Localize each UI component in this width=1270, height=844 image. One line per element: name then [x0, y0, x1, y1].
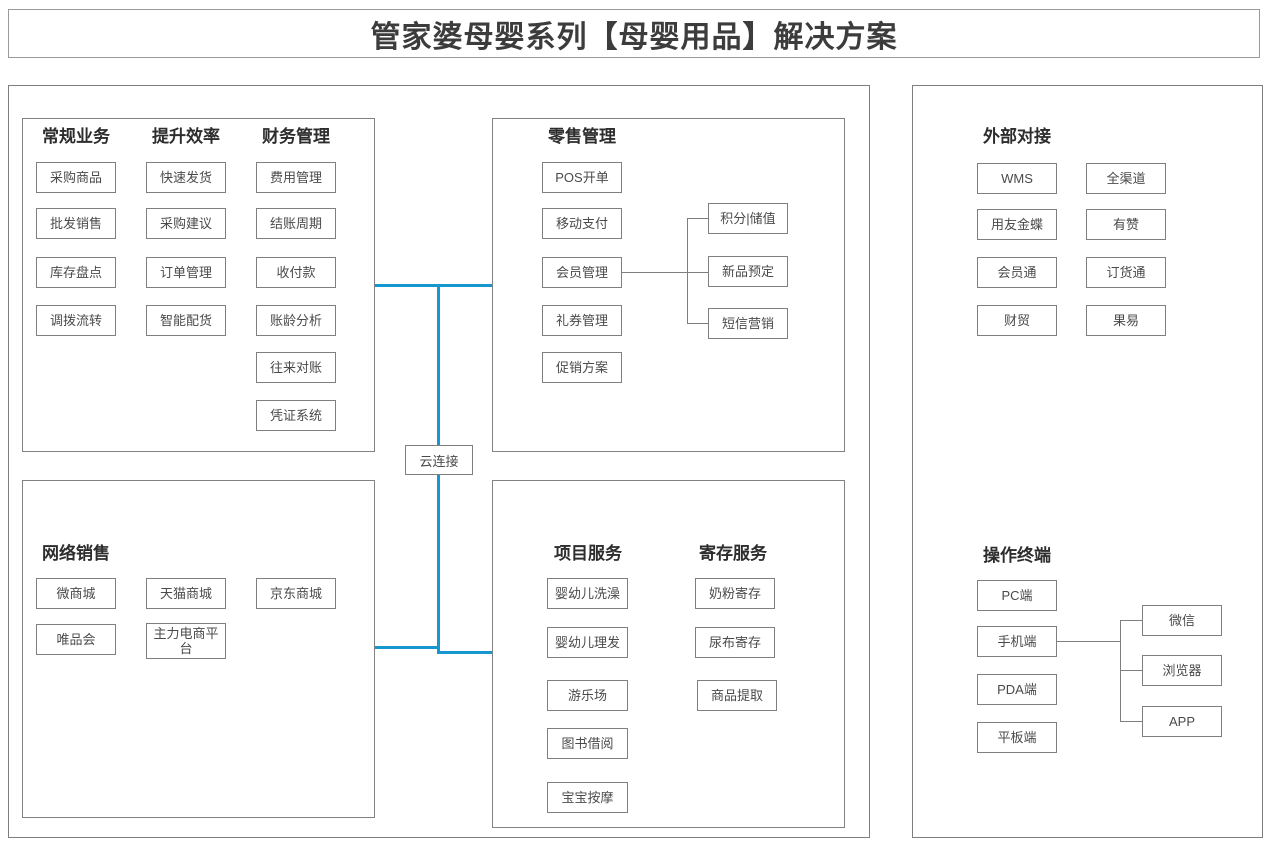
- node-voucher-system: 凭证系统: [256, 400, 336, 431]
- node-receipt-payment: 收付款: [256, 257, 336, 288]
- node-tmall-mall: 天猫商城: [146, 578, 226, 609]
- node-smart-distribution: 智能配货: [146, 305, 226, 336]
- header-project-services: 项目服务: [554, 544, 622, 563]
- cloud-connect-label: 云连接: [419, 453, 459, 469]
- terminal-tree-stub-browser: [1120, 670, 1142, 671]
- node-ordering-link: 订货通: [1086, 257, 1166, 288]
- cloud-connect-node: 云连接: [405, 445, 473, 475]
- node-diaper-deposit: 尿布寄存: [695, 627, 775, 658]
- node-member-link: 会员通: [977, 257, 1057, 288]
- header-operation-terminals: 操作终端: [983, 546, 1051, 565]
- node-jd-mall: 京东商城: [256, 578, 336, 609]
- node-app: APP: [1142, 706, 1222, 737]
- node-sms-marketing: 短信营销: [708, 308, 788, 339]
- member-tree-main-line: [622, 272, 708, 273]
- node-mobile-terminal: 手机端: [977, 626, 1057, 657]
- node-promotion-plan: 促销方案: [542, 352, 622, 383]
- cloud-connector-top-line: [375, 284, 492, 287]
- node-baby-massage: 宝宝按摩: [547, 782, 628, 813]
- node-expense-management: 费用管理: [256, 162, 336, 193]
- node-settlement-cycle: 结账周期: [256, 208, 336, 239]
- node-baby-bath: 婴幼儿洗澡: [547, 578, 628, 609]
- header-online-sales: 网络销售: [42, 544, 110, 563]
- node-gift-coupon: 礼券管理: [542, 305, 622, 336]
- member-tree-stub-top: [687, 218, 708, 219]
- page-title: 管家婆母婴系列【母婴用品】解决方案: [370, 20, 898, 54]
- node-yonyou-kingdee: 用友金蝶: [977, 209, 1057, 240]
- node-milk-powder-deposit: 奶粉寄存: [695, 578, 775, 609]
- node-main-ecommerce-platform: 主力电商平台: [146, 623, 226, 659]
- terminal-tree-stub-app: [1120, 721, 1142, 722]
- node-mobile-payment: 移动支付: [542, 208, 622, 239]
- node-new-product-preorder: 新品预定: [708, 256, 788, 287]
- header-efficiency: 提升效率: [152, 127, 220, 146]
- node-pc-terminal: PC端: [977, 580, 1057, 611]
- node-wms: WMS: [977, 163, 1057, 194]
- header-deposit-services: 寄存服务: [699, 544, 767, 563]
- node-tablet-terminal: 平板端: [977, 722, 1057, 753]
- node-purchase-goods: 采购商品: [36, 162, 116, 193]
- node-wholesale-sales: 批发销售: [36, 208, 116, 239]
- node-youzan: 有赞: [1086, 209, 1166, 240]
- header-retail-management: 零售管理: [548, 127, 616, 146]
- node-goods-pickup: 商品提取: [697, 680, 777, 711]
- header-regular-business: 常规业务: [42, 127, 110, 146]
- terminal-tree-main-line: [1057, 641, 1120, 642]
- node-points-stored-value: 积分|储值: [708, 203, 788, 234]
- node-fast-shipping: 快速发货: [146, 162, 226, 193]
- node-pos-billing: POS开单: [542, 162, 622, 193]
- node-omni-channel: 全渠道: [1086, 163, 1166, 194]
- node-aging-analysis: 账龄分析: [256, 305, 336, 336]
- node-order-management: 订单管理: [146, 257, 226, 288]
- cloud-connector-bottom-left-line: [375, 646, 440, 649]
- node-browser: 浏览器: [1142, 655, 1222, 686]
- node-book-borrowing: 图书借阅: [547, 728, 628, 759]
- cloud-connector-bottom-right-line: [437, 651, 492, 654]
- services-box: [492, 480, 845, 828]
- node-baby-haircut: 婴幼儿理发: [547, 627, 628, 658]
- node-purchase-suggestion: 采购建议: [146, 208, 226, 239]
- node-member-management: 会员管理: [542, 257, 622, 288]
- diagram-title-box: 管家婆母婴系列【母婴用品】解决方案: [8, 9, 1260, 58]
- terminal-tree-spine: [1120, 620, 1121, 722]
- node-reconciliation: 往来对账: [256, 352, 336, 383]
- node-transfer-flow: 调拨流转: [36, 305, 116, 336]
- node-pda-terminal: PDA端: [977, 674, 1057, 705]
- node-wechat: 微信: [1142, 605, 1222, 636]
- node-inventory-count: 库存盘点: [36, 257, 116, 288]
- node-caimao: 财贸: [977, 305, 1057, 336]
- header-finance: 财务管理: [262, 127, 330, 146]
- terminal-tree-stub-wechat: [1120, 620, 1142, 621]
- node-guoyi: 果易: [1086, 305, 1166, 336]
- member-tree-stub-bottom: [687, 323, 708, 324]
- member-tree-spine: [687, 218, 688, 324]
- node-vipshop: 唯品会: [36, 624, 116, 655]
- node-wechat-mall: 微商城: [36, 578, 116, 609]
- header-external-integration: 外部对接: [983, 127, 1051, 146]
- node-playground: 游乐场: [547, 680, 628, 711]
